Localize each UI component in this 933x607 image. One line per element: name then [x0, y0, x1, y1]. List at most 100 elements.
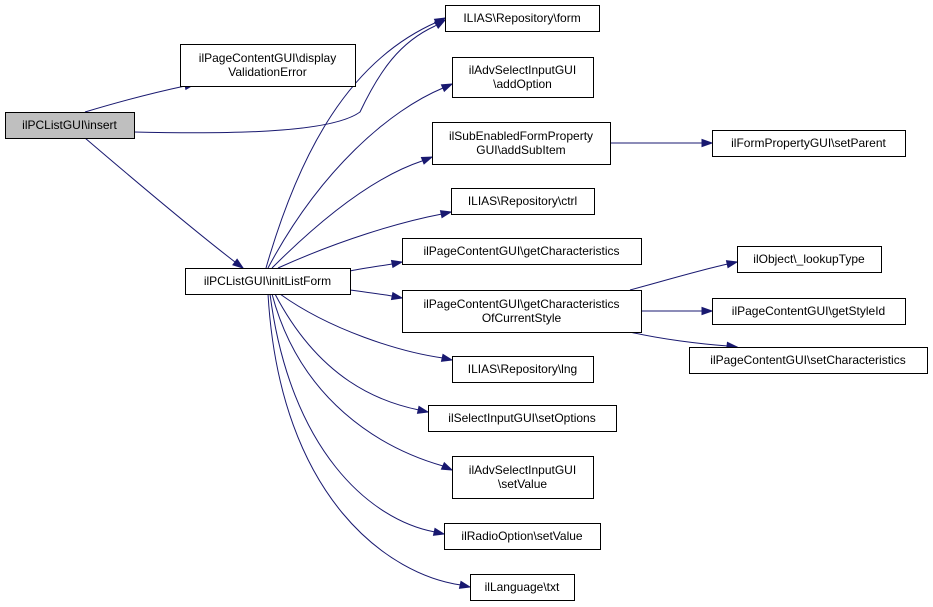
node-label: GUI\addSubItem: [476, 143, 565, 157]
node-label: ilRadioOption\setValue: [461, 529, 583, 543]
node-box: [428, 405, 617, 432]
node-label: ValidationError: [228, 65, 306, 79]
edge-line: [271, 160, 423, 269]
arrowhead-icon: [439, 210, 453, 219]
edge-line: [629, 263, 729, 291]
edge-line: [84, 85, 186, 113]
node-label: ilObject\_lookupType: [753, 252, 865, 266]
arrowhead-icon: [420, 156, 434, 165]
node-box: [5, 112, 135, 139]
edge-init_list_form-to-repository_ctrl: [277, 210, 453, 269]
edge-init_list_form-to-language_txt: [267, 293, 472, 589]
edge-line: [349, 289, 393, 297]
edge-init_list_form-to-get_characteristics_current_style: [349, 289, 404, 301]
node-box: [452, 356, 594, 383]
arrowhead-icon: [701, 306, 714, 316]
node-box: [712, 130, 906, 157]
node-get-style-id[interactable]: ilPageContentGUI\getStyleId: [712, 298, 906, 325]
edge-insert-to-init_list_form: [84, 137, 245, 269]
node-select-set-options[interactable]: ilSelectInputGUI\setOptions: [428, 405, 617, 432]
edge-line: [274, 293, 420, 411]
edge-line: [271, 293, 444, 467]
node-repository-lng[interactable]: ILIAS\Repository\lng: [452, 356, 594, 383]
node-box: [445, 5, 600, 32]
node-get-characteristics-current-style[interactable]: ilPageContentGUI\getCharacteristicsOfCur…: [402, 290, 642, 333]
node-form-property-set-parent[interactable]: ilFormPropertyGUI\setParent: [712, 130, 906, 157]
node-label: \setValue: [498, 477, 547, 491]
arrowhead-icon: [433, 17, 447, 27]
node-label: ilSubEnabledFormProperty: [449, 129, 593, 143]
arrowhead-icon: [232, 258, 245, 269]
arrowhead-icon: [416, 405, 430, 414]
edge-get_characteristics_current_style-to-get_style_id: [641, 306, 714, 316]
nodes-layer: ilPCListGUI\insert ilPageContentGUI\displ…: [5, 5, 928, 601]
node-label: ilPCListGUI\insert: [22, 118, 117, 132]
edge-get_characteristics_current_style-to-object_lookup_type: [629, 260, 739, 291]
node-label: ilPageContentGUI\getCharacteristics: [423, 244, 619, 258]
edges-layer: [84, 17, 739, 589]
node-box: [689, 347, 928, 374]
edge-sub_enabled_add_sub_item-to-form_property_set_parent: [609, 138, 714, 148]
arrowhead-icon: [440, 83, 454, 93]
edge-line: [84, 137, 236, 263]
node-init-list-form[interactable]: ilPCListGUI\initListForm: [185, 268, 351, 295]
edge-init_list_form-to-select_set_options: [274, 293, 430, 414]
node-label: ILIAS\Repository\ctrl: [468, 194, 577, 208]
node-box: [185, 268, 351, 295]
node-box: [470, 574, 575, 601]
node-box: [180, 44, 356, 87]
node-label: ilPCListGUI\initListForm: [204, 274, 331, 288]
node-label: ilPageContentGUI\display: [199, 51, 336, 65]
node-label: ilPageContentGUI\getCharacteristics: [423, 297, 619, 311]
node-label: ILIAS\Repository\lng: [468, 362, 577, 376]
arrowhead-icon: [390, 291, 404, 301]
node-language-txt[interactable]: ilLanguage\txt: [470, 574, 575, 601]
arrowhead-icon: [432, 527, 446, 536]
arrowhead-icon: [701, 138, 714, 148]
node-label: ilAdvSelectInputGUI: [469, 463, 576, 477]
node-label: ilAdvSelectInputGUI: [469, 63, 576, 77]
node-adv-select-add-option[interactable]: ilAdvSelectInputGUI\addOption: [452, 57, 594, 98]
node-radio-option-set-value[interactable]: ilRadioOption\setValue: [444, 523, 601, 550]
node-label: OfCurrentStyle: [482, 311, 562, 325]
arrowhead-icon: [390, 259, 404, 269]
edge-get_characteristics_current_style-to-set_characteristics: [629, 331, 739, 351]
edge-init_list_form-to-adv_select_add_option: [267, 83, 454, 269]
node-box: [432, 122, 611, 165]
node-box: [444, 523, 601, 550]
node-label: ilLanguage\txt: [485, 580, 560, 594]
node-object-lookup-type[interactable]: ilObject\_lookupType: [737, 246, 882, 273]
edge-line: [265, 21, 438, 269]
edge-init_list_form-to-radio_option_set_value: [269, 293, 446, 536]
edge-line: [267, 87, 444, 269]
node-insert[interactable]: ilPCListGUI\insert: [5, 112, 135, 139]
edge-init_list_form-to-repository_form: [265, 17, 447, 269]
node-box: [402, 290, 642, 333]
node-adv-select-set-value[interactable]: ilAdvSelectInputGUI\setValue: [452, 456, 594, 499]
node-label: \addOption: [493, 77, 552, 91]
node-box: [452, 57, 594, 98]
node-set-characteristics[interactable]: ilPageContentGUI\setCharacteristics: [689, 347, 928, 374]
edge-line: [629, 331, 729, 347]
edge-line: [133, 25, 436, 134]
node-box: [737, 246, 882, 273]
node-repository-form[interactable]: ILIAS\Repository\form: [445, 5, 600, 32]
edge-init_list_form-to-repository_lng: [279, 293, 454, 362]
arrowhead-icon: [440, 461, 454, 471]
node-box: [712, 298, 906, 325]
edge-insert-to-display_validation_error: [84, 81, 197, 113]
node-repository-ctrl[interactable]: ILIAS\Repository\ctrl: [451, 188, 595, 215]
node-label: ILIAS\Repository\form: [463, 11, 580, 25]
node-box: [451, 188, 595, 215]
node-label: ilPageContentGUI\setCharacteristics: [710, 353, 905, 367]
edge-init_list_form-to-get_characteristics: [349, 259, 404, 272]
edge-init_list_form-to-sub_enabled_add_sub_item: [271, 156, 434, 269]
node-box: [402, 238, 642, 265]
arrowhead-icon: [725, 260, 739, 269]
node-get-characteristics[interactable]: ilPageContentGUI\getCharacteristics: [402, 238, 642, 265]
arrowhead-icon: [458, 580, 472, 589]
edge-line: [279, 293, 444, 359]
